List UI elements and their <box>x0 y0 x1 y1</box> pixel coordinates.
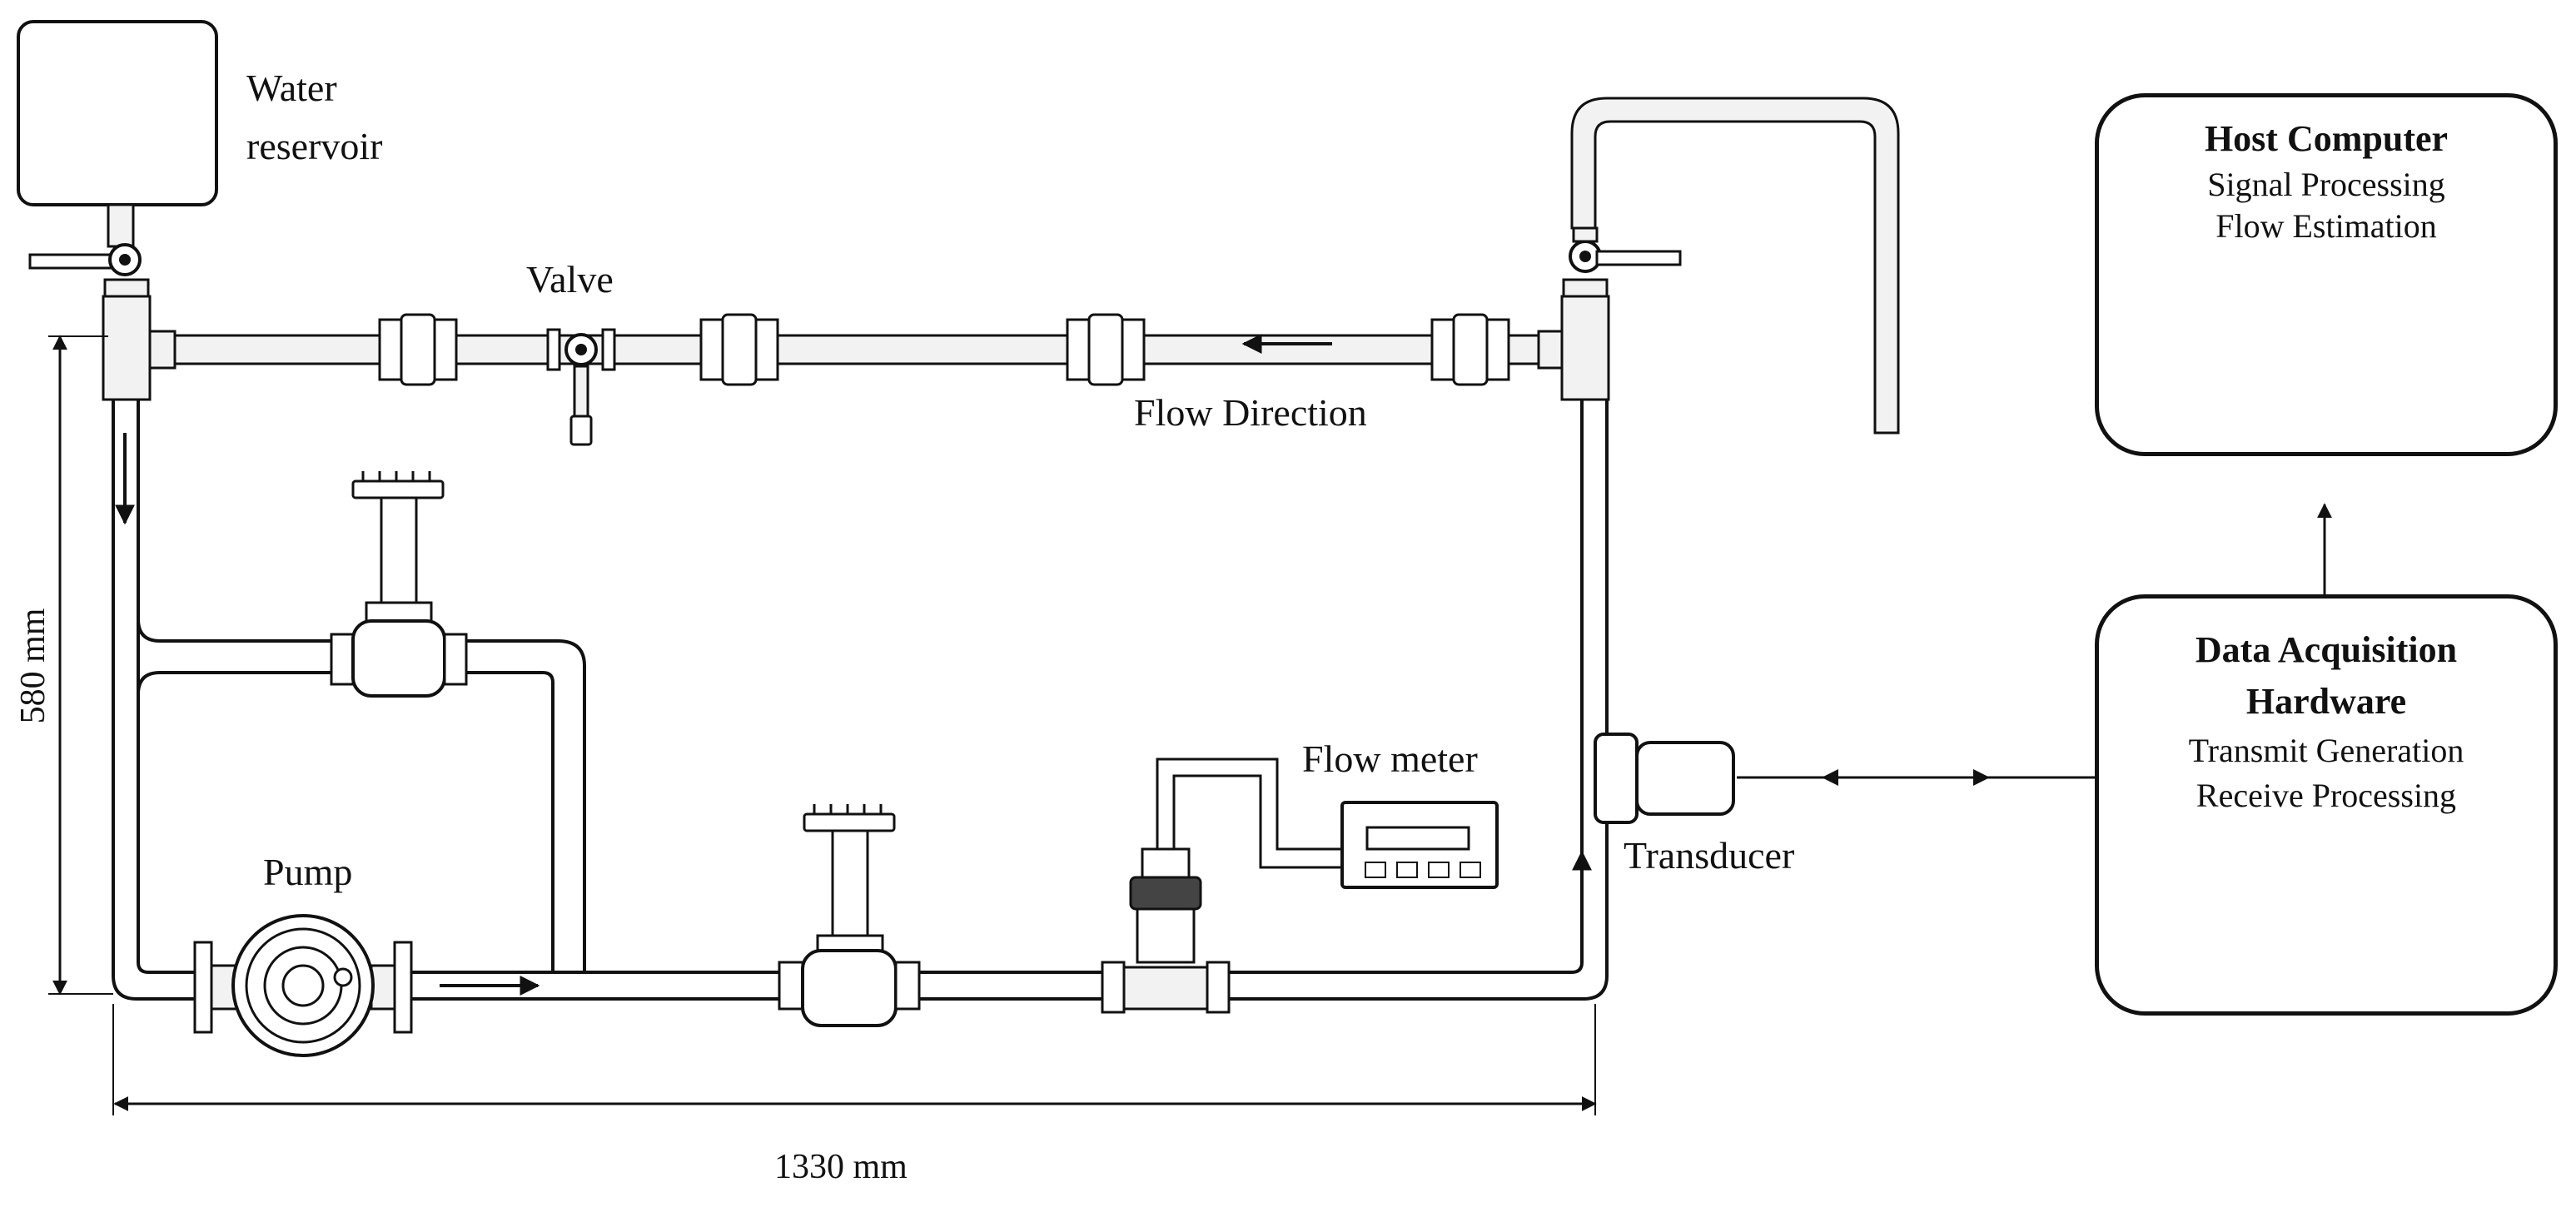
link-arrow-right <box>1973 769 1990 786</box>
host-line-signal-processing: Signal Processing <box>2207 166 2445 203</box>
flow-meter-sensor <box>1101 757 1365 1014</box>
daq-box: Data Acquisition Hardware Transmit Gener… <box>2095 594 2558 1016</box>
overflow-u-pipe <box>1570 97 1900 435</box>
daq-title-line2: Hardware <box>2245 681 2407 722</box>
top-ball-valve <box>546 328 616 446</box>
valve-label: Valve <box>526 258 614 301</box>
union-2 <box>699 313 779 386</box>
pump <box>193 914 413 1057</box>
height-dimension-label: 580 mm <box>13 608 52 724</box>
host-title: Host Computer <box>2204 118 2449 159</box>
host-computer-box: Host Computer Signal Processing Flow Est… <box>2095 93 2558 456</box>
reservoir-label-line2: reservoir <box>246 125 383 167</box>
bypass-pipe <box>137 618 586 972</box>
bypass-globe-valve <box>330 471 468 698</box>
width-dimension-label: 1330 mm <box>774 1148 908 1186</box>
daq-title-line1: Data Acquisition <box>2195 629 2458 670</box>
flow-meter-label: Flow meter <box>1302 738 1478 780</box>
width-dimension-line <box>112 1004 1597 1115</box>
host-line-flow-estimation: Flow Estimation <box>2215 207 2437 245</box>
reservoir-label-line1: Water <box>246 67 337 109</box>
union-4 <box>1430 313 1510 386</box>
union-3 <box>1066 313 1146 386</box>
transducer <box>1594 733 1735 824</box>
flow-direction-label: Flow Direction <box>1134 391 1367 434</box>
union-1 <box>378 313 458 386</box>
right-tee-fitting <box>1560 295 1610 401</box>
transducer-label: Transducer <box>1624 834 1795 877</box>
reservoir-outlet-pipe <box>107 203 135 248</box>
daq-line-transmit: Transmit Generation <box>2188 732 2464 769</box>
lower-globe-valve <box>778 804 921 1027</box>
right-valve-handle <box>1595 250 1682 266</box>
link-arrow-left <box>1822 769 1838 786</box>
daq-line-receive: Receive Processing <box>2196 777 2457 814</box>
reservoir-valve-handle <box>28 253 123 270</box>
height-dimension-line <box>48 335 113 996</box>
water-reservoir <box>17 20 218 206</box>
flow-meter-display <box>1340 801 1499 889</box>
left-tee-fitting <box>102 295 152 401</box>
pump-label: Pump <box>263 851 353 893</box>
